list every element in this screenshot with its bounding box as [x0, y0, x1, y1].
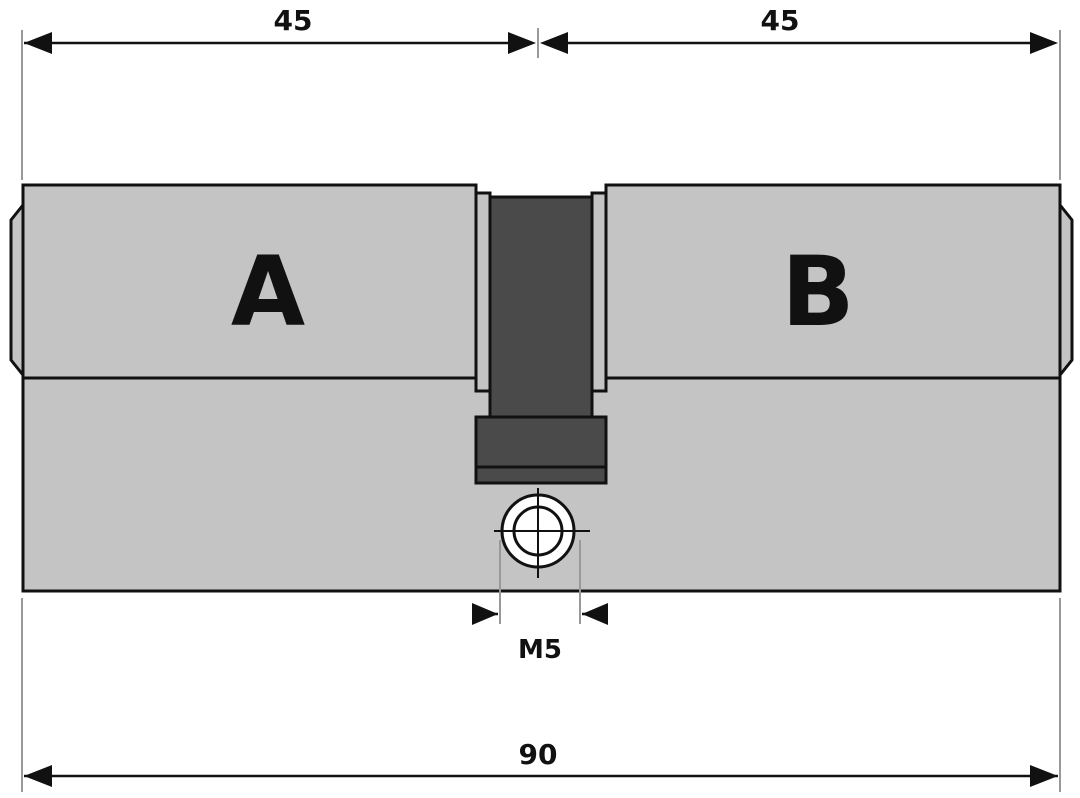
total-length-label: 90 — [519, 738, 558, 771]
half-a-label: A — [231, 236, 305, 348]
cylinder-half-b-end — [1058, 200, 1074, 380]
thread-dimension — [472, 540, 608, 625]
half-b-label: B — [781, 236, 854, 348]
cam — [474, 195, 608, 485]
right-length-label: 45 — [761, 4, 800, 37]
flange-right — [590, 191, 608, 393]
extension-lines — [21, 28, 1061, 792]
top-dimension-right — [540, 32, 1058, 54]
thread-label: M5 — [518, 635, 562, 665]
overall-dimension — [24, 765, 1058, 787]
cylinder-half-a-end — [9, 200, 25, 380]
top-dimension-left — [24, 32, 536, 54]
left-length-label: 45 — [274, 4, 313, 37]
screw-hole — [494, 488, 590, 578]
flange-left — [474, 191, 492, 393]
